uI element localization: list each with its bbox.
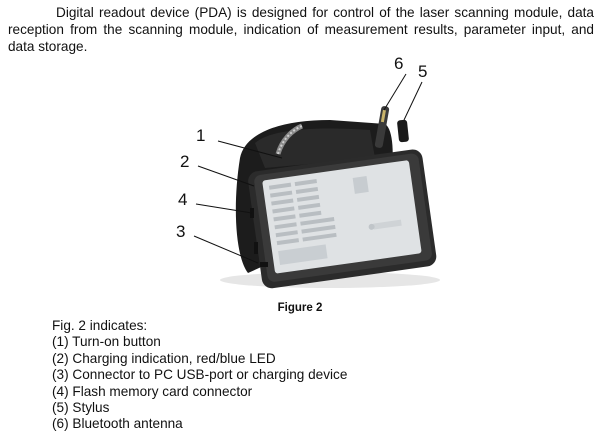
legend-item: (3) Connector to PC USB-port or charging… bbox=[52, 367, 348, 383]
figure-legend: Fig. 2 indicates: (1) Turn-on button (2)… bbox=[52, 318, 347, 433]
callout-5: 5 bbox=[418, 62, 428, 81]
pda-device-illustration bbox=[193, 73, 440, 289]
legend-item: (4) Flash memory card connector bbox=[52, 383, 253, 399]
callout-2: 2 bbox=[180, 152, 190, 171]
legend-heading: Fig. 2 indicates: bbox=[52, 318, 148, 333]
callout-4: 4 bbox=[178, 190, 188, 209]
legend-item: (6) Bluetooth antenna bbox=[52, 416, 183, 432]
callout-6: 6 bbox=[394, 54, 404, 73]
callout-1: 1 bbox=[196, 126, 206, 145]
legend-item: (5) Stylus bbox=[52, 400, 110, 416]
intro-text: Digital readout device (PDA) is designed… bbox=[8, 5, 594, 54]
intro-paragraph: Digital readout device (PDA) is designed… bbox=[8, 4, 594, 55]
callout-3: 3 bbox=[176, 222, 186, 241]
legend-item: (2) Charging indication, red/blue LED bbox=[52, 350, 276, 366]
figure-caption: Figure 2 bbox=[277, 302, 323, 314]
legend-item: (1) Turn-on button bbox=[52, 334, 161, 350]
